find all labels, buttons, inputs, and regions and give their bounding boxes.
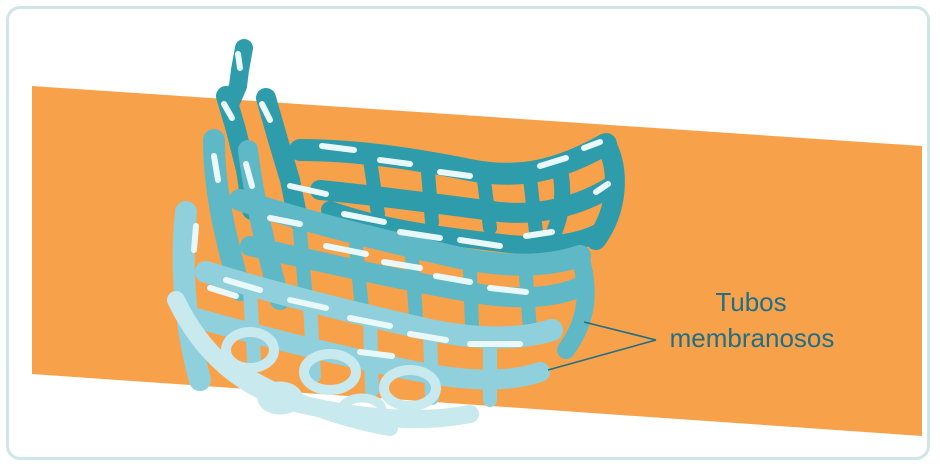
- label-tubos: Tubos: [686, 286, 816, 318]
- label-membranosos: membranosos: [654, 322, 850, 354]
